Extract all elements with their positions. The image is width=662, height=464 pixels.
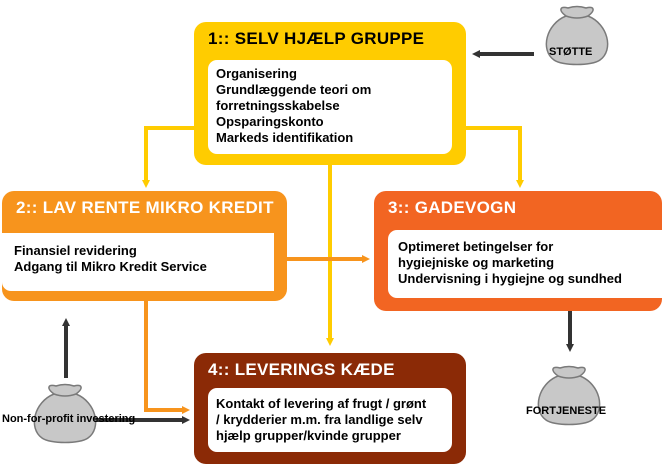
list-item: Kontakt of levering af frugt / grønt (216, 396, 427, 411)
self-help-group-list: Organisering Grundlæggende teori om forr… (208, 60, 452, 146)
street-cart-list: Optimeret betingelser for hygiejniske og… (388, 230, 662, 287)
support-sack-icon (545, 5, 609, 66)
list-item: Optimeret betingelser for (398, 239, 554, 254)
list-item: Finansiel revidering (14, 243, 137, 258)
micro-credit-title: 2:: LAV RENTE MIKRO KREDIT (16, 198, 274, 217)
micro-credit-body: Finansiel revidering Adgang til Mikro Kr… (2, 233, 274, 291)
list-item: Opsparingskonto (216, 114, 324, 129)
micro-credit-box: 2:: LAV RENTE MIKRO KREDIT Finansiel rev… (2, 191, 287, 301)
list-item: hjælp grupper/kvinde grupper (216, 428, 401, 443)
list-item: hygiejniske og marketing (398, 255, 555, 270)
nonprofit-label: Non-for-profit investering (2, 413, 136, 425)
supply-chain-list: Kontakt of levering af frugt / grønt / k… (208, 388, 452, 444)
self-help-group-body: Organisering Grundlæggende teori om forr… (208, 60, 452, 154)
supply-chain-body: Kontakt of levering af frugt / grønt / k… (208, 388, 452, 452)
street-cart-box: 3:: GADEVOGN Optimeret betingelser for h… (374, 191, 662, 311)
arrow-1-to-2 (142, 126, 194, 188)
arrow-2-to-4 (144, 301, 190, 414)
supply-chain-box: 4:: LEVERINGS KÆDE Kontakt of levering a… (194, 353, 466, 464)
self-help-group-title: 1:: SELV HJÆLP GRUPPE (208, 29, 425, 48)
micro-credit-list: Finansiel revidering Adgang til Mikro Kr… (2, 233, 274, 275)
profit-label: FORTJENESTE (526, 405, 607, 417)
support-label: STØTTE (549, 46, 593, 58)
list-item: Markeds identifikation (216, 130, 354, 145)
list-item: Adgang til Mikro Kredit Service (14, 259, 207, 274)
street-cart-title: 3:: GADEVOGN (388, 198, 517, 217)
list-item: Undervisning i hygiejne og sundhed (398, 271, 622, 286)
supply-chain-title: 4:: LEVERINGS KÆDE (208, 360, 395, 379)
street-cart-body: Optimeret betingelser for hygiejniske og… (388, 230, 662, 298)
nonprofit-sack-icon (33, 383, 97, 444)
profit-sack-icon (537, 365, 601, 426)
list-item: Grundlæggende teori om (216, 82, 372, 97)
arrow-1-to-3 (466, 126, 524, 188)
list-item: / krydderier m.m. fra landlige selv (216, 412, 423, 427)
list-item: Organisering (216, 66, 297, 81)
self-help-group-box: 1:: SELV HJÆLP GRUPPE Organisering Grund… (194, 22, 466, 165)
list-item: forretningsskabelse (216, 98, 340, 113)
